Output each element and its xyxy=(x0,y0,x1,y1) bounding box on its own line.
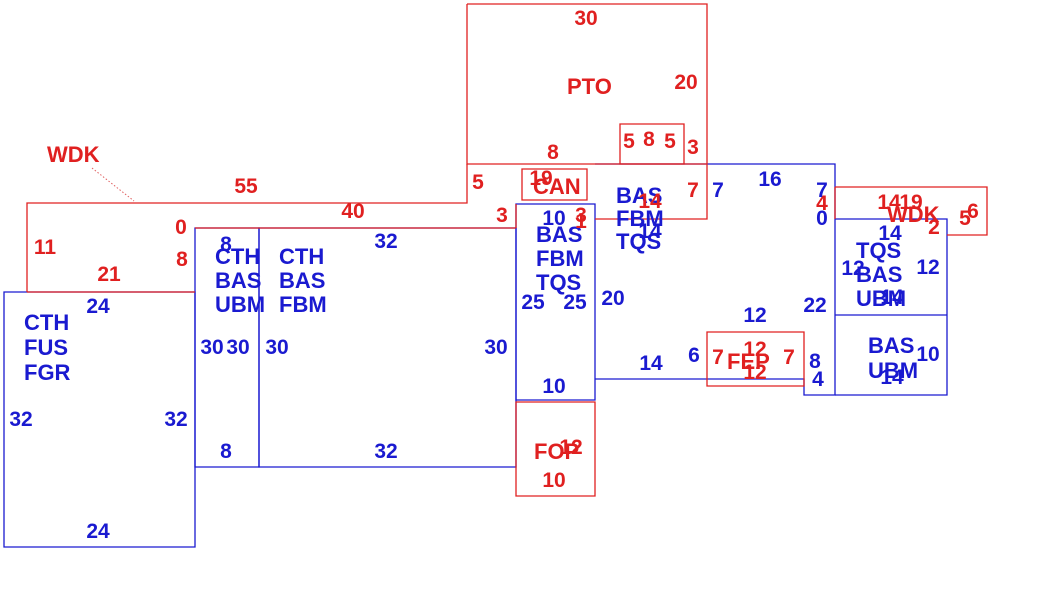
dimension-label: 7 xyxy=(816,179,828,202)
dimension-label: 19 xyxy=(529,167,552,190)
dimension-label: 4 xyxy=(816,192,828,215)
dimension-label: 8 xyxy=(809,350,821,373)
dimension-label: 8 xyxy=(547,141,559,164)
dimension-label: 5 xyxy=(472,171,484,194)
outline-red-wdk-right xyxy=(835,186,988,236)
dimension-label: 30 xyxy=(226,336,249,359)
dimension-label: 10 xyxy=(542,207,565,230)
dimension-label: 0 xyxy=(175,216,187,239)
dimension-label: 16 xyxy=(758,168,781,191)
dimension-label: 8 xyxy=(643,128,655,151)
zone-red-can-label: CAN xyxy=(533,174,581,199)
outline-red-fep xyxy=(706,331,805,387)
dimension-label: 0 xyxy=(816,207,828,230)
dimension-label: 6 xyxy=(688,344,700,367)
dimension-label: 30 xyxy=(265,336,288,359)
dimension-label: 8 xyxy=(220,233,232,256)
zone-red-pto-label: PTO xyxy=(567,74,612,99)
dimension-label: 14 xyxy=(880,366,904,389)
dimension-label: 14 xyxy=(639,352,663,375)
dimension-label: 5 xyxy=(623,130,635,153)
outline-red-wdk-left xyxy=(26,164,468,292)
dimension-label: 14 xyxy=(877,191,901,214)
dimension-label: 8 xyxy=(176,248,188,271)
dimension-label: 14 xyxy=(638,190,662,213)
dimension-label: 20 xyxy=(601,287,624,310)
dimension-label: 7 xyxy=(712,346,724,369)
outline-red-can xyxy=(521,168,588,201)
outline-red-pto xyxy=(467,3,708,220)
dimension-label: 7 xyxy=(687,179,699,202)
dimension-label: 32 xyxy=(374,230,397,253)
dimension-label: 12 xyxy=(916,256,939,279)
dimension-label: 3 xyxy=(575,204,587,227)
dimension-label: 1 xyxy=(575,210,587,233)
dimension-label: 12 xyxy=(841,257,864,280)
dimension-label: 32 xyxy=(374,440,397,463)
outline-blue-center xyxy=(515,203,596,401)
outline-red-fop xyxy=(515,401,596,497)
zone-red-fop-label: FOP xyxy=(534,439,579,464)
dimension-label: 10 xyxy=(542,375,565,398)
dimension-label: 3 xyxy=(496,204,508,227)
dimension-label: 12 xyxy=(743,304,766,327)
dimension-label: 12 xyxy=(743,361,766,384)
dimension-label: 14 xyxy=(880,286,904,309)
dimension-label: 19 xyxy=(899,191,922,214)
dimension-label: 40 xyxy=(341,200,364,223)
dimension-label: 7 xyxy=(712,179,724,202)
dimension-label: 32 xyxy=(9,408,32,431)
dimension-label: 55 xyxy=(234,175,258,198)
dimension-label: 7 xyxy=(783,346,795,369)
dimension-label: 3 xyxy=(687,136,699,159)
dimension-label: 30 xyxy=(574,7,597,30)
dimension-label: 24 xyxy=(86,295,110,318)
outline-blue-right xyxy=(835,218,948,396)
outline-blue-east xyxy=(595,163,836,396)
dimension-label: 20 xyxy=(674,71,697,94)
dimension-label: 5 xyxy=(664,130,676,153)
dimension-label: 25 xyxy=(521,291,545,314)
outline-red-pto-notch xyxy=(619,123,685,165)
dimension-label: 22 xyxy=(803,294,826,317)
dimension-label: 10 xyxy=(542,469,565,492)
dimension-label: 30 xyxy=(200,336,223,359)
dimension-label: 14 xyxy=(638,220,662,243)
zone-red-wdk-right-label: WDK xyxy=(887,202,940,227)
dimension-label: 14 xyxy=(878,222,902,245)
dimension-label: 6 xyxy=(967,200,979,223)
dimension-label: 21 xyxy=(97,263,121,286)
dimension-label: 10 xyxy=(916,343,939,366)
dimension-label: 5 xyxy=(959,207,971,230)
dimension-label: 4 xyxy=(812,368,824,391)
wdk-leader-line xyxy=(91,167,135,202)
zone-red-wdk-left-label: WDK xyxy=(47,142,100,167)
dimension-label: 2 xyxy=(928,216,940,239)
dimension-label: 30 xyxy=(484,336,507,359)
dimension-label: 25 xyxy=(563,291,587,314)
zone-red-fep-label: FEP xyxy=(727,349,770,374)
dimension-label: 11 xyxy=(34,236,57,259)
dimension-label: 32 xyxy=(164,408,187,431)
dimension-label: 8 xyxy=(220,440,232,463)
dimension-label: 24 xyxy=(86,520,110,543)
dimension-label: 12 xyxy=(743,338,766,361)
dimension-label: 12 xyxy=(559,436,582,459)
